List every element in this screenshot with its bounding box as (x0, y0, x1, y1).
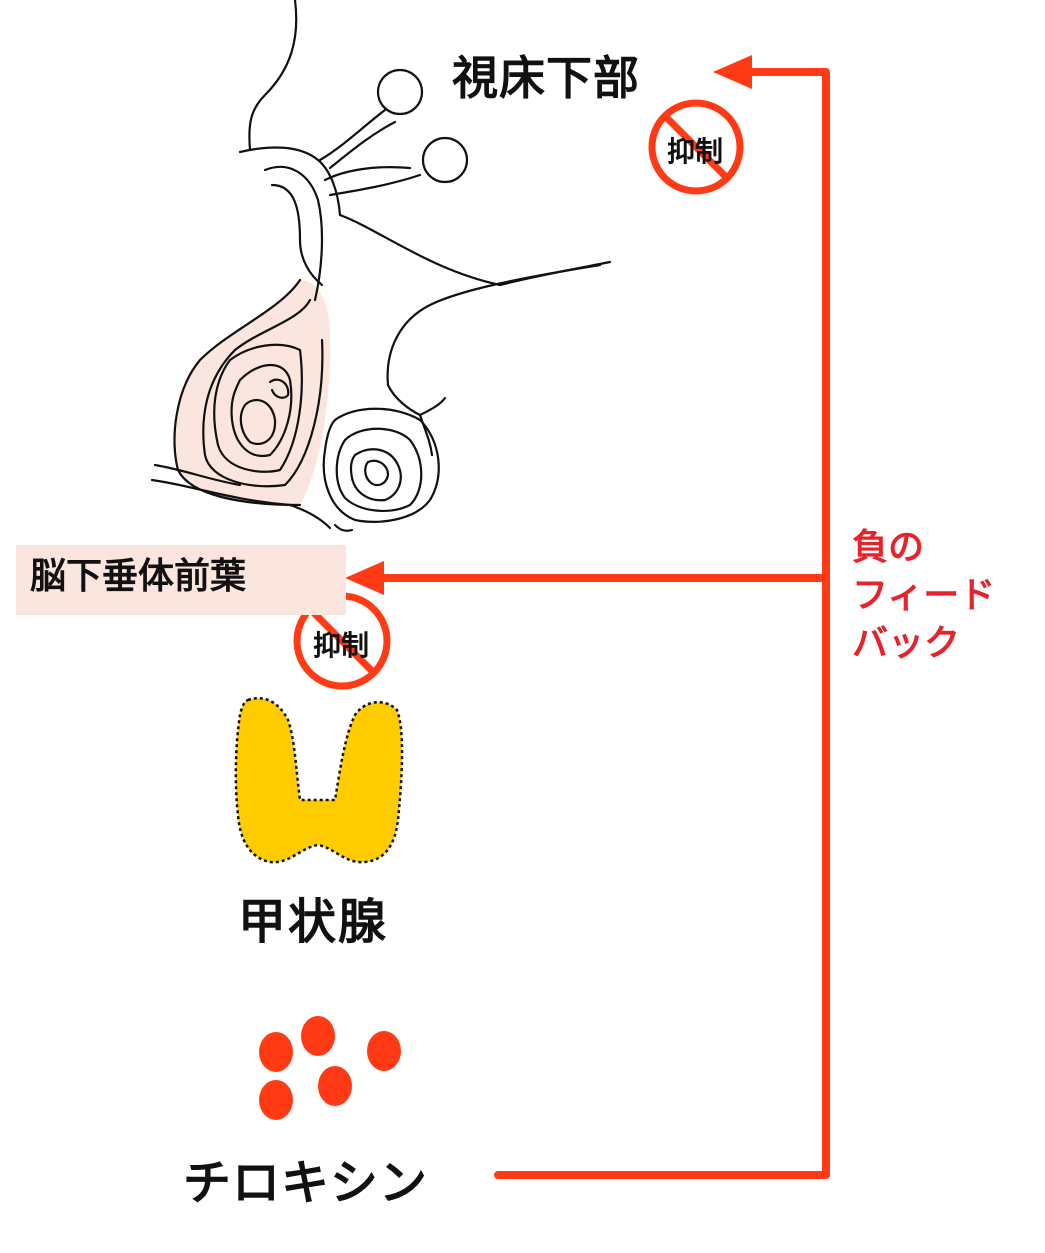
hormone-dot (318, 1066, 352, 1106)
feedback-arrow (381, 68, 830, 1179)
thyroid-gland (234, 696, 404, 864)
pituitary-illustration (150, 0, 612, 532)
inhibit-label-top: 抑制 (667, 135, 724, 168)
inhibit-symbol-top (648, 99, 744, 195)
feedback-label-line1: 負の (852, 527, 925, 568)
hormone-dot (367, 1031, 401, 1071)
thyroid-label: 甲状腺 (238, 894, 389, 950)
thyroxine-dots (259, 1016, 401, 1120)
hormone-dot (259, 1080, 293, 1120)
hormone-dot (259, 1032, 293, 1072)
hormone-dot (301, 1016, 335, 1056)
thyroxine-label: チロキシン (183, 1155, 429, 1211)
feedback-label-line3: バック (852, 623, 961, 664)
arrowhead-pituitary (345, 561, 384, 595)
hypothalamus-label: 視床下部 (452, 51, 640, 105)
arrowhead-hypothalamus (713, 55, 752, 89)
feedback-label-line2: フィード (852, 575, 996, 616)
inhibit-label-bottom: 抑制 (313, 629, 370, 662)
anterior-pituitary-label: 脳下垂体前葉 (16, 545, 346, 615)
